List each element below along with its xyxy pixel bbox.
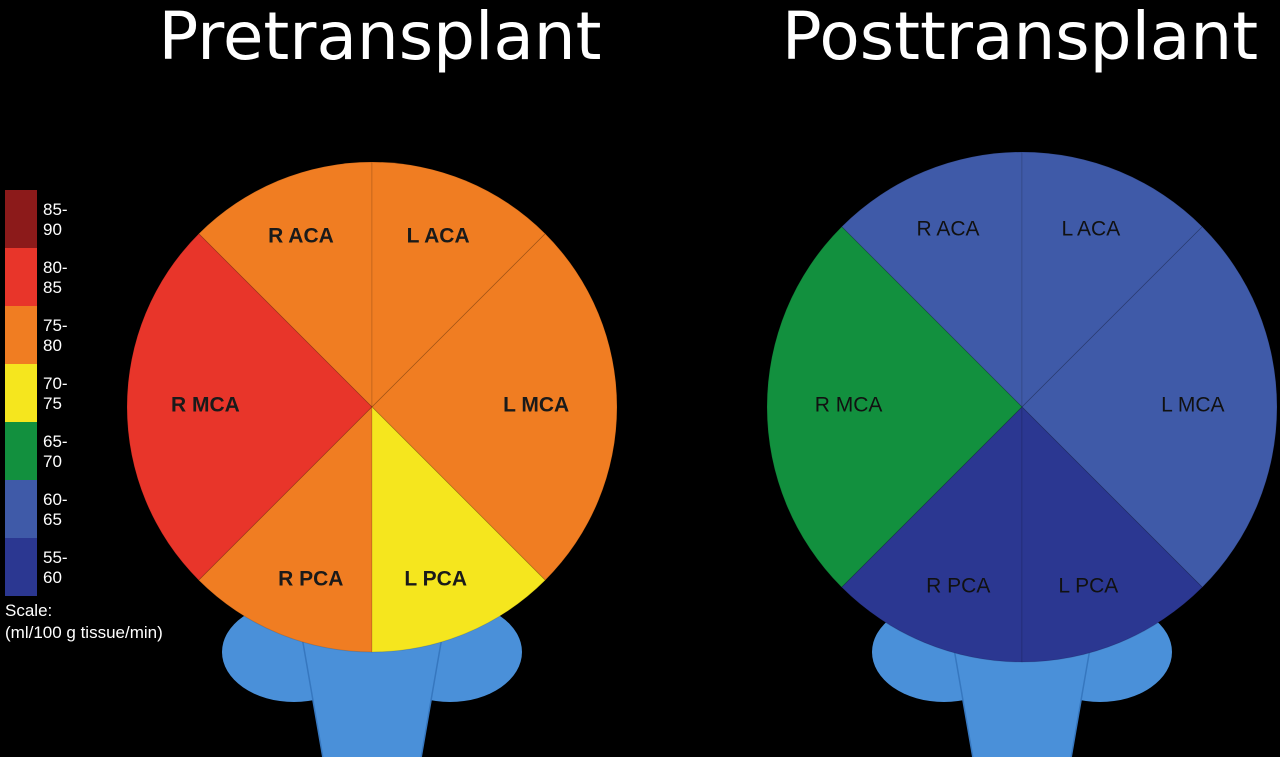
- region-label-r-mca: R MCA: [815, 393, 883, 416]
- sector-r-mca: [766, 225, 1023, 589]
- pretransplant-group: R ACA L ACA R MCA L MCA R PCA L PCA: [126, 161, 618, 757]
- legend-label: 70-75: [43, 374, 68, 413]
- pretransplant-title: Pretransplant: [158, 0, 602, 75]
- legend-label: 60-65: [43, 490, 68, 529]
- sector-l-mca: [371, 233, 618, 581]
- region-label-l-pca: L PCA: [1058, 575, 1118, 598]
- posttransplant-group: R ACA L ACA R MCA L MCA R PCA L PCA: [766, 151, 1278, 757]
- legend-swatch: [5, 190, 37, 248]
- sector-l-mca: [1021, 225, 1278, 589]
- region-label-r-pca: R PCA: [926, 575, 990, 598]
- legend-swatch: [5, 538, 37, 596]
- legend-swatch: [5, 422, 37, 480]
- legend-label: 75-80: [43, 316, 68, 355]
- sector-l-pca: [371, 405, 546, 653]
- brainstem-trunk: [302, 637, 442, 757]
- region-label-l-aca: L ACA: [1061, 218, 1120, 241]
- region-label-r-pca: R PCA: [278, 568, 343, 591]
- region-label-l-aca: L ACA: [407, 225, 470, 248]
- legend-swatch: [5, 248, 37, 306]
- legend-label: 85-90: [43, 200, 68, 239]
- posttransplant-title: Posttransplant: [781, 0, 1259, 75]
- legend-swatch: [5, 480, 37, 538]
- region-label-r-aca: R ACA: [917, 218, 980, 241]
- sector-l-aca: [371, 161, 546, 409]
- legend-swatch: [5, 364, 37, 422]
- region-label-r-aca: R ACA: [268, 225, 334, 248]
- scale-label: Scale:: [5, 601, 53, 620]
- region-label-l-mca: L MCA: [1161, 393, 1224, 416]
- sector-l-pca: [1021, 405, 1204, 663]
- region-label-l-mca: L MCA: [503, 394, 569, 417]
- legend-label: 80-85: [43, 258, 68, 297]
- brainstem-outline: [301, 636, 443, 757]
- legend-label: 55-60: [43, 548, 68, 587]
- legend-swatch: [5, 306, 37, 364]
- sector-r-pca: [198, 405, 373, 653]
- brainstem-outline: [951, 636, 1093, 757]
- sector-l-aca: [1021, 151, 1204, 409]
- sector-r-mca: [126, 233, 373, 581]
- legend-label: 65-70: [43, 432, 68, 471]
- region-label-l-pca: L PCA: [404, 568, 467, 591]
- sector-r-pca: [840, 405, 1023, 663]
- region-label-r-mca: R MCA: [171, 394, 240, 417]
- scale-caption: Scale: (ml/100 g tissue/min): [5, 600, 163, 644]
- sector-r-aca: [840, 151, 1023, 409]
- brainstem-trunk: [952, 637, 1092, 757]
- scale-units: (ml/100 g tissue/min): [5, 623, 163, 642]
- sector-r-aca: [198, 161, 373, 409]
